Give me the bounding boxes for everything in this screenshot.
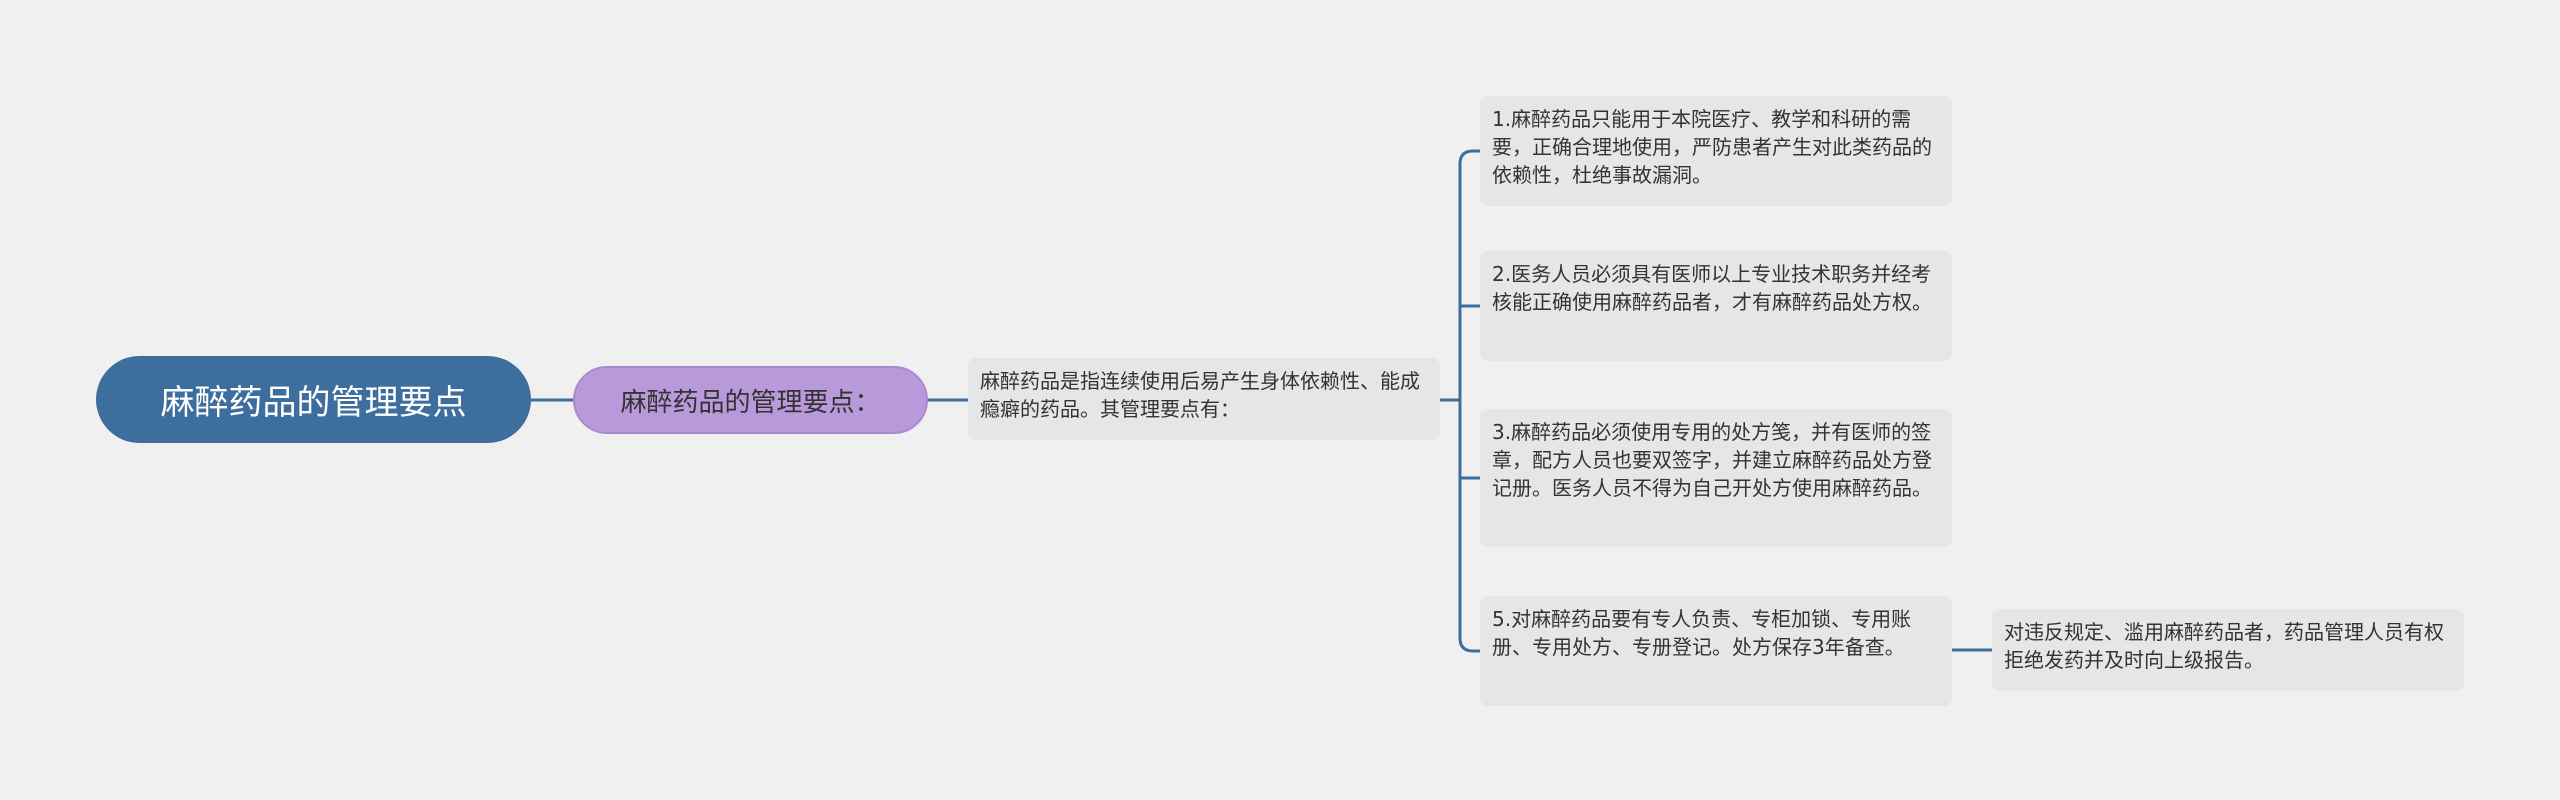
point-text-3: 3.麻醉药品必须使用专用的处方笺，并有医师的签章，配方人员也要双签字，并建立麻醉… xyxy=(1492,420,1932,500)
leaf-text: 对违反规定、滥用麻醉药品者，药品管理人员有权拒绝发药并及时向上级报告。 xyxy=(2004,620,2444,672)
connector-branch-point-5 xyxy=(1458,398,1482,653)
point-text-2: 2.医务人员必须具有医师以上专业技术职务并经考核能正确使用麻醉药品者，才有麻醉药… xyxy=(1492,262,1932,314)
point-node-3[interactable]: 3.麻醉药品必须使用专用的处方笺，并有医师的签章，配方人员也要双签字，并建立麻醉… xyxy=(1480,409,1952,547)
point-node-1[interactable]: 1.麻醉药品只能用于本院医疗、教学和科研的需要，正确合理地使用，严防患者产生对此… xyxy=(1480,96,1952,206)
point-text-1: 1.麻醉药品只能用于本院医疗、教学和科研的需要，正确合理地使用，严防患者产生对此… xyxy=(1492,107,1932,187)
root-topic[interactable]: 麻醉药品的管理要点 xyxy=(96,356,531,443)
leaf-node[interactable]: 对违反规定、滥用麻醉药品者，药品管理人员有权拒绝发药并及时向上级报告。 xyxy=(1992,609,2464,691)
point-node-2[interactable]: 2.医务人员必须具有医师以上专业技术职务并经考核能正确使用麻醉药品者，才有麻醉药… xyxy=(1480,251,1952,361)
point-node-5[interactable]: 5.对麻醉药品要有专人负责、专柜加锁、专用账册、专用处方、专册登记。处方保存3年… xyxy=(1480,596,1952,706)
connector-branch-point-1 xyxy=(1458,149,1482,402)
point-text-5: 5.对麻醉药品要有专人负责、专柜加锁、专用账册、专用处方、专册登记。处方保存3年… xyxy=(1492,607,1912,659)
intro-text: 麻醉药品是指连续使用后易产生身体依赖性、能成瘾癖的药品。其管理要点有： xyxy=(980,369,1420,421)
connector-branch-point-3 xyxy=(1458,398,1482,480)
intro-node[interactable]: 麻醉药品是指连续使用后易产生身体依赖性、能成瘾癖的药品。其管理要点有： xyxy=(968,358,1440,440)
subtopic-node[interactable]: 麻醉药品的管理要点： xyxy=(573,366,928,434)
subtopic-label: 麻醉药品的管理要点： xyxy=(620,387,881,418)
root-topic-label: 麻醉药品的管理要点 xyxy=(160,383,467,423)
